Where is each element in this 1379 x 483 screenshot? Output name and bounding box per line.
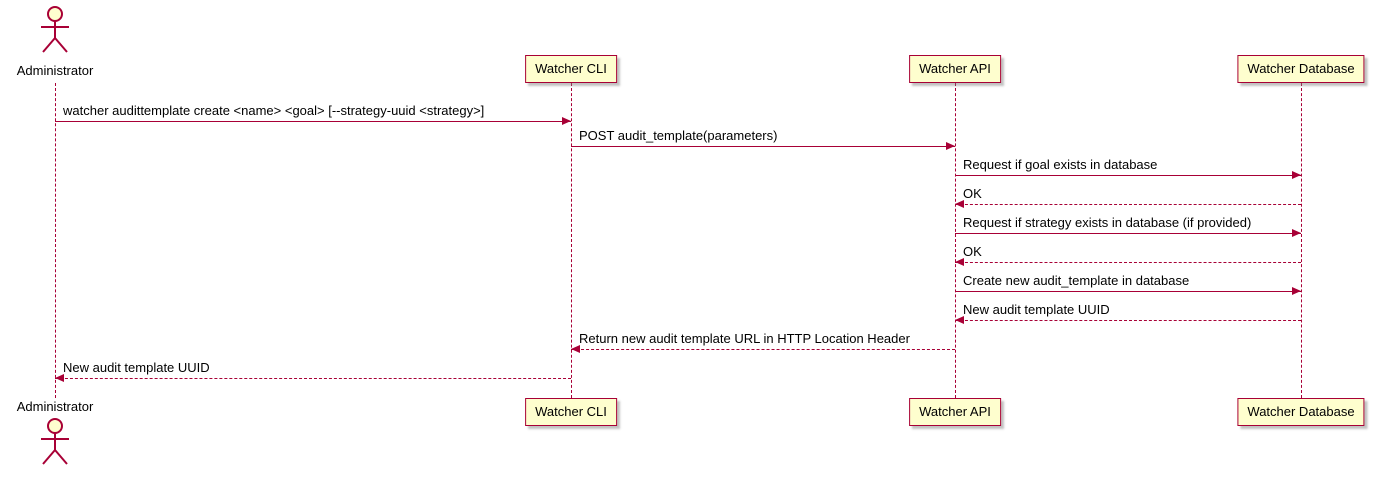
message-10-line	[55, 378, 571, 379]
message-2-label: POST audit_template(parameters)	[579, 128, 778, 143]
message-1-label: watcher audittemplate create <name> <goa…	[63, 103, 485, 118]
message-6-label: OK	[963, 244, 982, 259]
participant-api-bottom: Watcher API	[909, 398, 1001, 426]
message-9-label: Return new audit template URL in HTTP Lo…	[579, 331, 910, 346]
message-3-line	[955, 175, 1301, 176]
message-2-line	[571, 146, 955, 147]
lifeline-db	[1301, 83, 1302, 398]
message-7-label: Create new audit_template in database	[963, 273, 1190, 288]
actor-figure-admin-bottom	[36, 417, 74, 467]
message-7-line	[955, 291, 1301, 292]
message-10-arrowhead	[55, 374, 64, 382]
message-4-arrowhead	[955, 200, 964, 208]
message-3-label: Request if goal exists in database	[963, 157, 1158, 172]
message-4-label: OK	[963, 186, 982, 201]
actor-label-admin-bottom: Administrator	[16, 399, 94, 414]
message-5-line	[955, 233, 1301, 234]
participant-cli-top: Watcher CLI	[525, 55, 617, 83]
message-1-arrowhead	[562, 117, 571, 125]
message-2-arrowhead	[946, 142, 955, 150]
message-4-line	[955, 204, 1301, 205]
message-10-label: New audit template UUID	[63, 360, 210, 375]
participant-db-top: Watcher Database	[1237, 55, 1365, 83]
message-9-line	[571, 349, 955, 350]
lifeline-api	[955, 83, 956, 398]
message-1-line	[55, 121, 571, 122]
message-8-label: New audit template UUID	[963, 302, 1110, 317]
message-8-line	[955, 320, 1301, 321]
actor-figure-admin-top	[36, 5, 74, 55]
participant-api-top: Watcher API	[909, 55, 1001, 83]
lifeline-cli	[571, 83, 572, 398]
message-3-arrowhead	[1292, 171, 1301, 179]
message-6-line	[955, 262, 1301, 263]
message-9-arrowhead	[571, 345, 580, 353]
lifeline-admin	[55, 83, 56, 398]
message-5-label: Request if strategy exists in database (…	[963, 215, 1252, 230]
message-8-arrowhead	[955, 316, 964, 324]
message-6-arrowhead	[955, 258, 964, 266]
actor-label-admin-top: Administrator	[16, 63, 94, 78]
participant-db-bottom: Watcher Database	[1237, 398, 1365, 426]
message-5-arrowhead	[1292, 229, 1301, 237]
message-7-arrowhead	[1292, 287, 1301, 295]
participant-cli-bottom: Watcher CLI	[525, 398, 617, 426]
